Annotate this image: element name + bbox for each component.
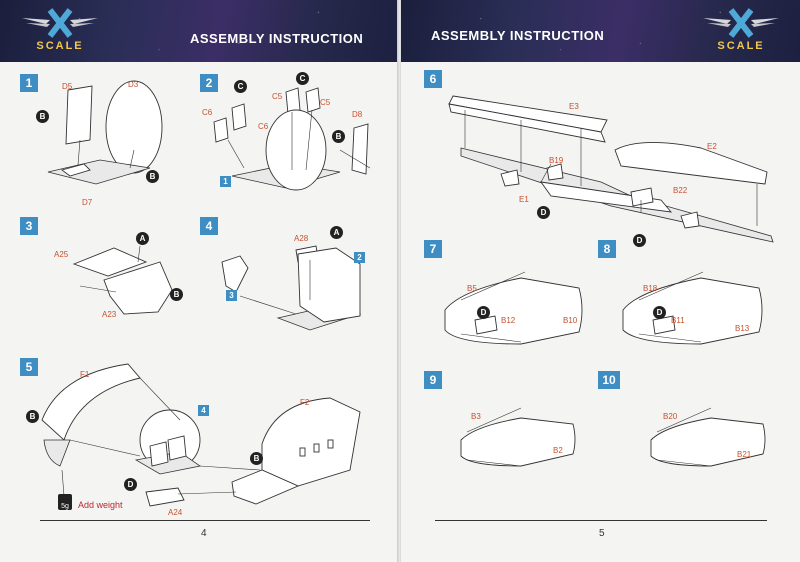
step1-drawing	[47, 80, 163, 185]
part-label: B19	[549, 156, 564, 165]
right-page: ASSEMBLY INSTRUCTION SCALE	[401, 0, 800, 562]
glue-callout: D	[633, 234, 646, 247]
page-number: 5	[599, 528, 605, 539]
wings-x-icon	[703, 8, 779, 38]
xscale-logo: SCALE	[20, 6, 100, 56]
part-label: B18	[643, 284, 658, 293]
weight-icon: 5g	[58, 494, 72, 510]
part-label: D8	[352, 110, 363, 119]
step6-drawing	[448, 95, 774, 243]
logo-text: SCALE	[717, 40, 765, 52]
part-label: A25	[54, 250, 69, 259]
glue-callout: B	[36, 110, 49, 123]
step-7-marker: 7	[424, 240, 442, 258]
part-label: C5	[272, 92, 283, 101]
part-label: A24	[168, 508, 183, 517]
step-2-marker: 2	[200, 74, 218, 92]
step10-drawing	[650, 407, 766, 467]
footer-rule	[435, 520, 767, 521]
xscale-logo: SCALE	[701, 6, 781, 56]
weight-amount: 5g	[61, 503, 69, 510]
step-ref-badge: 2	[354, 252, 365, 263]
step-6-marker: 6	[424, 70, 442, 88]
glue-callout: B	[332, 130, 345, 143]
step8-drawing	[622, 271, 763, 345]
glue-callout: B	[26, 410, 39, 423]
part-label: F1	[80, 370, 90, 379]
step-ref-badge: 1	[220, 176, 231, 187]
glue-callout: C	[234, 80, 247, 93]
left-page-artwork	[41, 80, 371, 507]
part-label: B20	[663, 412, 678, 421]
weight-note: Add weight	[78, 500, 123, 510]
part-label: B2	[553, 446, 563, 455]
logo-text: SCALE	[36, 40, 84, 52]
part-label: D7	[82, 198, 93, 207]
step-1-marker: 1	[20, 74, 38, 92]
glue-callout: B	[250, 452, 263, 465]
part-label: C6	[202, 108, 213, 117]
part-label: B21	[737, 450, 752, 459]
page-title: ASSEMBLY INSTRUCTION	[431, 28, 605, 43]
step-ref-badge: 3	[226, 290, 237, 301]
step-10-marker: 10	[598, 371, 620, 389]
right-header-banner: ASSEMBLY INSTRUCTION SCALE	[401, 0, 800, 62]
glue-callout: D	[653, 306, 666, 319]
part-label: B3	[471, 412, 481, 421]
part-label: B11	[671, 316, 685, 325]
wings-x-icon	[22, 8, 98, 38]
step5-drawing	[41, 363, 361, 507]
glue-callout: B	[170, 288, 183, 301]
part-label: E2	[707, 142, 717, 151]
part-label: C6	[258, 122, 269, 131]
step9-drawing	[460, 407, 576, 467]
glue-callout: C	[296, 72, 309, 85]
part-label: D5	[62, 82, 73, 91]
glue-callout: D	[477, 306, 490, 319]
glue-callout: D	[124, 478, 137, 491]
book-gutter	[397, 0, 402, 562]
part-label: B10	[563, 316, 578, 325]
part-label: F2	[300, 398, 310, 407]
part-label: B22	[673, 186, 688, 195]
right-page-artwork	[444, 95, 774, 467]
glue-callout: A	[136, 232, 149, 245]
left-page: SCALE ASSEMBLY INSTRUCTION	[0, 0, 398, 562]
part-label: B13	[735, 324, 750, 333]
part-label: C5	[320, 98, 331, 107]
part-label: B5	[467, 284, 477, 293]
glue-callout: B	[146, 170, 159, 183]
footer-rule	[40, 520, 370, 521]
part-label: E3	[569, 102, 579, 111]
page-number: 4	[201, 528, 207, 539]
step4-drawing	[221, 245, 362, 331]
page-title: ASSEMBLY INSTRUCTION	[190, 31, 364, 46]
step3-drawing	[72, 245, 173, 315]
part-label: A23	[102, 310, 117, 319]
step2-drawing	[213, 87, 371, 191]
step-9-marker: 9	[424, 371, 442, 389]
part-label: B12	[501, 316, 516, 325]
step-ref-badge: 4	[198, 405, 209, 416]
part-label: D3	[128, 80, 139, 89]
left-header-banner: SCALE ASSEMBLY INSTRUCTION	[0, 0, 398, 62]
glue-callout: A	[330, 226, 343, 239]
step-3-marker: 3	[20, 217, 38, 235]
glue-callout: D	[537, 206, 550, 219]
part-label: E1	[519, 195, 529, 204]
step-8-marker: 8	[598, 240, 616, 258]
step-4-marker: 4	[200, 217, 218, 235]
step7-drawing	[444, 271, 583, 345]
part-label: A28	[294, 234, 309, 243]
step-5-marker: 5	[20, 358, 38, 376]
